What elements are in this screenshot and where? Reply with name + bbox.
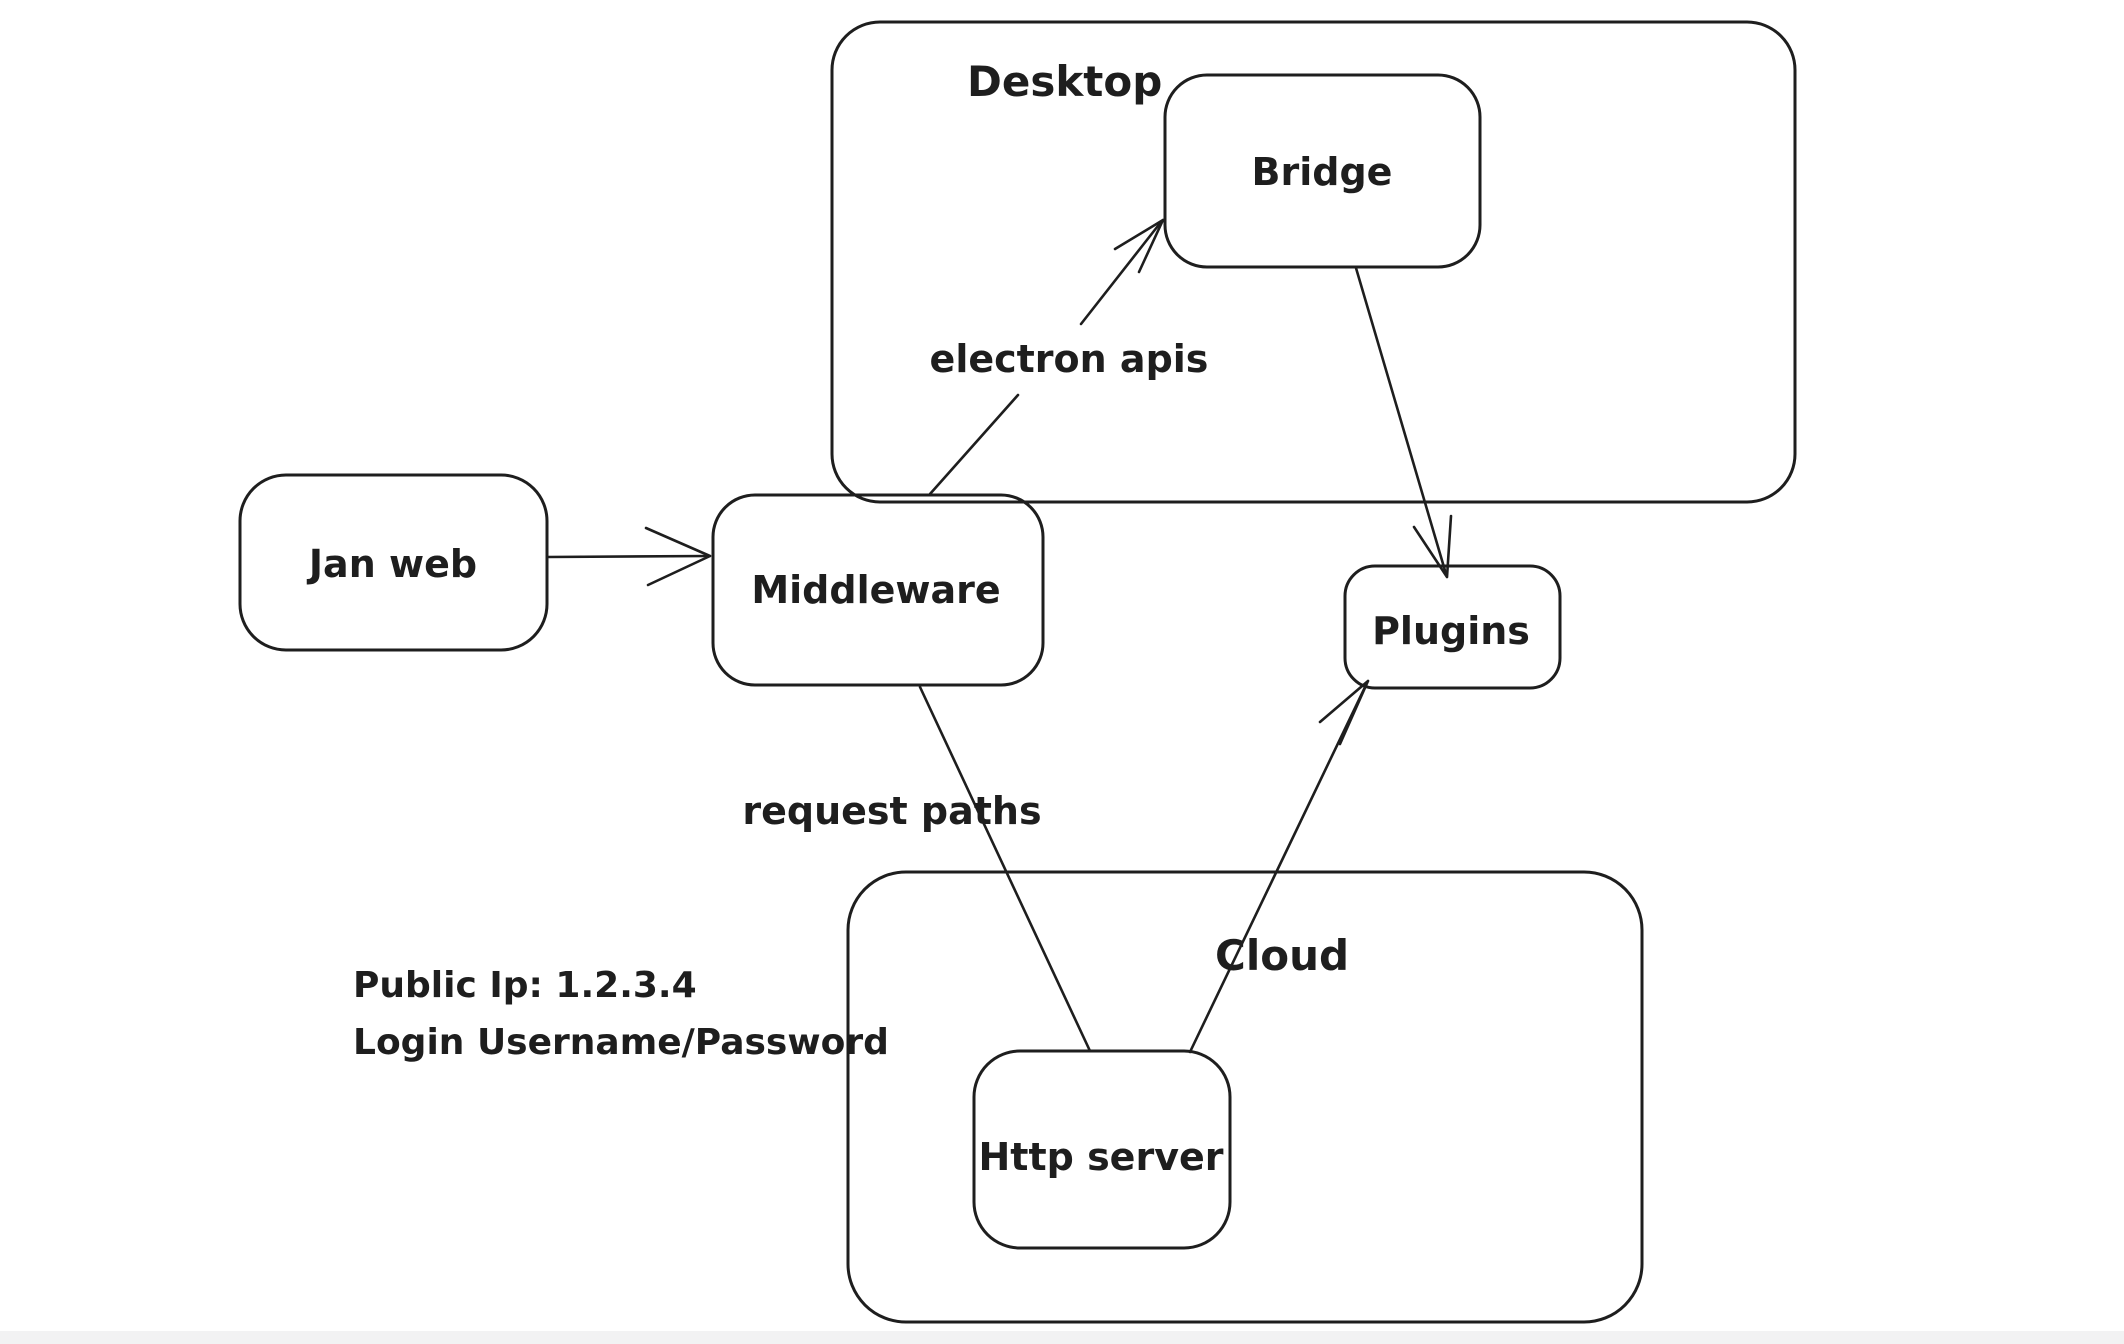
plugins-box[interactable] (1343, 564, 1562, 690)
edge-middleware-httpserver[interactable]: request paths (742, 685, 1092, 1053)
edge-bridge-plugins-line[interactable] (1354, 266, 1448, 576)
edge-label-request-paths[interactable]: request paths (742, 789, 1041, 833)
http-server-box[interactable] (972, 1049, 1232, 1250)
jan-web-label[interactable]: Jan web (306, 542, 477, 586)
node-middleware[interactable]: Middleware (711, 493, 1045, 687)
edge-httpserver-plugins[interactable] (1188, 679, 1370, 1054)
edge-label-electron-apis[interactable]: electron apis (930, 337, 1209, 381)
edge-janweb-middleware[interactable] (545, 526, 712, 587)
edge-janweb-middleware-line[interactable] (545, 554, 710, 559)
arrowhead-right-icon (644, 526, 712, 587)
note-public-ip[interactable]: Public Ip: 1.2.3.4 (353, 965, 697, 1006)
http-server-label[interactable]: Http server (979, 1135, 1224, 1179)
jan-web-box[interactable] (238, 473, 549, 652)
desktop-container-label[interactable]: Desktop (967, 57, 1162, 106)
middleware-box[interactable] (711, 493, 1045, 687)
node-jan-web[interactable]: Jan web (238, 473, 549, 652)
container-desktop[interactable]: Desktop (830, 20, 1797, 504)
edge-middleware-httpserver-line[interactable] (918, 685, 1092, 1053)
plugins-label[interactable]: Plugins (1372, 609, 1530, 653)
cloud-container-box[interactable] (846, 870, 1644, 1324)
arrowhead-up-icon (1318, 679, 1370, 746)
edge-middleware-bridge-line-lower[interactable] (928, 393, 1020, 496)
middleware-label[interactable]: Middleware (751, 568, 1000, 612)
canvas-bottom-strip (0, 1331, 2124, 1344)
bridge-box[interactable] (1163, 73, 1482, 269)
edge-middleware-bridge-line-upper[interactable] (1079, 220, 1163, 326)
node-http-server[interactable]: Http server (972, 1049, 1232, 1250)
node-plugins[interactable]: Plugins (1343, 564, 1562, 690)
node-bridge[interactable]: Bridge (1163, 73, 1482, 269)
edge-bridge-plugins[interactable] (1354, 266, 1453, 579)
arrowhead-up-right-icon (1113, 218, 1165, 274)
edge-httpserver-plugins-line[interactable] (1188, 683, 1368, 1054)
desktop-container-box[interactable] (830, 20, 1797, 504)
bridge-label[interactable]: Bridge (1252, 150, 1393, 194)
edge-middleware-bridge[interactable]: electron apis (928, 218, 1209, 496)
notes-block[interactable]: Public Ip: 1.2.3.4 Login Username/Passwo… (353, 965, 889, 1063)
note-login-credentials[interactable]: Login Username/Password (353, 1022, 889, 1063)
